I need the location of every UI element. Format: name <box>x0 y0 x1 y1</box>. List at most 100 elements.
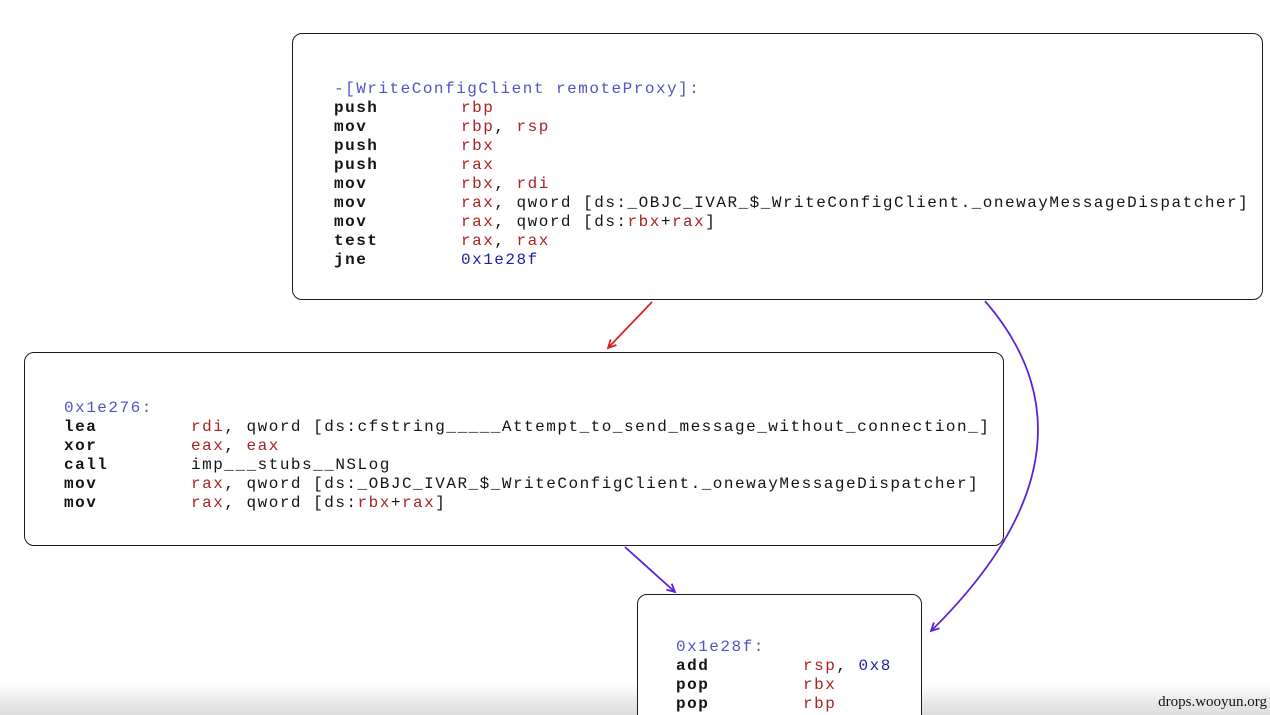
operand-register: rax <box>401 494 436 512</box>
operand-register: rax <box>461 156 495 174</box>
mnemonic: lea <box>64 418 98 436</box>
mnemonic: jne <box>334 251 368 269</box>
operands: rbp <box>803 695 836 713</box>
instruction-line[interactable]: mov rbp, rsp <box>334 118 1262 137</box>
operand-register: rbp <box>461 99 495 117</box>
instruction-line[interactable]: push rbx <box>334 137 1262 156</box>
operand-register: rbp <box>803 695 837 713</box>
mnemonic: push <box>334 99 379 117</box>
operand-number: 0x1e28f <box>461 251 539 269</box>
operands: rax, qword [ds:rbx+rax] <box>191 494 446 512</box>
operand-register: rax <box>191 494 225 512</box>
operand-number: 0x8 <box>858 657 892 675</box>
operand-register: rax <box>461 213 495 231</box>
mnemonic: mov <box>334 118 368 136</box>
operands: rbx, rdi <box>461 175 550 193</box>
operand-text: imp___stubs__NSLog <box>191 456 391 474</box>
instruction-line[interactable]: mov rax, qword [ds:_OBJC_IVAR_$_WriteConf… <box>64 475 1003 494</box>
operand-text: , qword [ds:cfstring_____Attempt_to_send… <box>224 418 991 436</box>
operands: imp___stubs__NSLog <box>191 456 391 474</box>
block-instructions: lea rdi, qword [ds:cfstring_____Attempt_t… <box>64 418 1003 513</box>
mnemonic: mov <box>334 175 368 193</box>
operand-register: rdi <box>191 418 225 436</box>
mnemonic: mov <box>334 213 368 231</box>
operand-text: + <box>660 213 672 231</box>
edge-arrow-false-branch <box>606 301 653 350</box>
mnemonic: push <box>334 156 379 174</box>
operand-register: rax <box>461 232 495 250</box>
instruction-line[interactable]: mov rax, qword [ds:_OBJC_IVAR_$_WriteConf… <box>334 194 1262 213</box>
operand-register: eax <box>191 437 225 455</box>
block-label: 0x1e276: <box>64 399 153 417</box>
edge-arrow-fallthrough <box>624 546 677 594</box>
instruction-line[interactable]: lea rdi, qword [ds:cfstring_____Attempt_t… <box>64 418 1003 437</box>
basic-block-remoteproxy[interactable]: -[WriteConfigClient remoteProxy]: push rb… <box>292 33 1263 300</box>
operand-register: rax <box>191 475 225 493</box>
mnemonic: xor <box>64 437 98 455</box>
operands: rsp, 0x8 <box>803 657 892 675</box>
operands: rbx <box>461 137 494 155</box>
operand-register: eax <box>246 437 280 455</box>
instruction-line[interactable]: push rbp <box>334 99 1262 118</box>
operand-text: , qword [ds: <box>224 494 358 512</box>
block-instructions: add rsp, 0x8 pop rbx pop rbp <box>676 657 921 714</box>
operand-register: rsp <box>516 118 550 136</box>
operand-text: , <box>224 437 247 455</box>
mnemonic: test <box>334 232 379 250</box>
operand-register: rbx <box>627 213 661 231</box>
mnemonic: push <box>334 137 379 155</box>
operand-register: rax <box>516 232 550 250</box>
operand-register: rbx <box>803 676 837 694</box>
instruction-line[interactable]: call imp___stubs__NSLog <box>64 456 1003 475</box>
operand-text: + <box>390 494 402 512</box>
operands: rdi, qword [ds:cfstring_____Attempt_to_s… <box>191 418 990 436</box>
operands: rax, qword [ds:rbx+rax] <box>461 213 716 231</box>
operand-text: , qword [ds: <box>494 213 628 231</box>
instruction-line[interactable]: add rsp, 0x8 <box>676 657 921 676</box>
operand-text: , <box>494 118 517 136</box>
watermark-text: drops.wooyun.org <box>1158 694 1267 710</box>
instruction-line[interactable]: pop rbx <box>676 676 921 695</box>
operand-text: , <box>494 175 517 193</box>
mnemonic: mov <box>334 194 368 212</box>
operands: rax, qword [ds:_OBJC_IVAR_$_WriteConfigC… <box>191 475 979 493</box>
mnemonic: mov <box>64 475 98 493</box>
operands: rax, qword [ds:_OBJC_IVAR_$_WriteConfigC… <box>461 194 1249 212</box>
instruction-line[interactable]: pop rbp <box>676 695 921 714</box>
operand-text: , qword [ds:_OBJC_IVAR_$_WriteConfigClie… <box>494 194 1250 212</box>
mnemonic: pop <box>676 695 710 713</box>
operands: rax, rax <box>461 232 550 250</box>
operand-text: , qword [ds:_OBJC_IVAR_$_WriteConfigClie… <box>224 475 980 493</box>
operand-register: rsp <box>803 657 837 675</box>
instruction-line[interactable]: push rax <box>334 156 1262 175</box>
operands: rbx <box>803 676 836 694</box>
operands: rbp <box>461 99 494 117</box>
operand-register: rax <box>461 194 495 212</box>
operand-register: rbx <box>461 137 495 155</box>
instruction-line[interactable]: mov rbx, rdi <box>334 175 1262 194</box>
operand-register: rdi <box>516 175 550 193</box>
operand-text: ] <box>705 213 717 231</box>
operand-register: rbx <box>357 494 391 512</box>
instruction-line[interactable]: jne 0x1e28f <box>334 251 1262 270</box>
instruction-line[interactable]: xor eax, eax <box>64 437 1003 456</box>
operands: 0x1e28f <box>461 251 539 269</box>
basic-block-0x1e276[interactable]: 0x1e276: lea rdi, qword [ds:cfstring_____… <box>24 352 1004 546</box>
operand-register: rbx <box>461 175 495 193</box>
operands: rax <box>461 156 494 174</box>
block-label: -[WriteConfigClient remoteProxy]: <box>334 80 701 98</box>
operand-register: rbp <box>461 118 495 136</box>
operand-register: rax <box>671 213 706 231</box>
operand-text: , <box>836 657 859 675</box>
instruction-line[interactable]: test rax, rax <box>334 232 1262 251</box>
mnemonic: mov <box>64 494 98 512</box>
operand-text: ] <box>435 494 447 512</box>
mnemonic: add <box>676 657 710 675</box>
mnemonic: call <box>64 456 109 474</box>
mnemonic: pop <box>676 676 710 694</box>
